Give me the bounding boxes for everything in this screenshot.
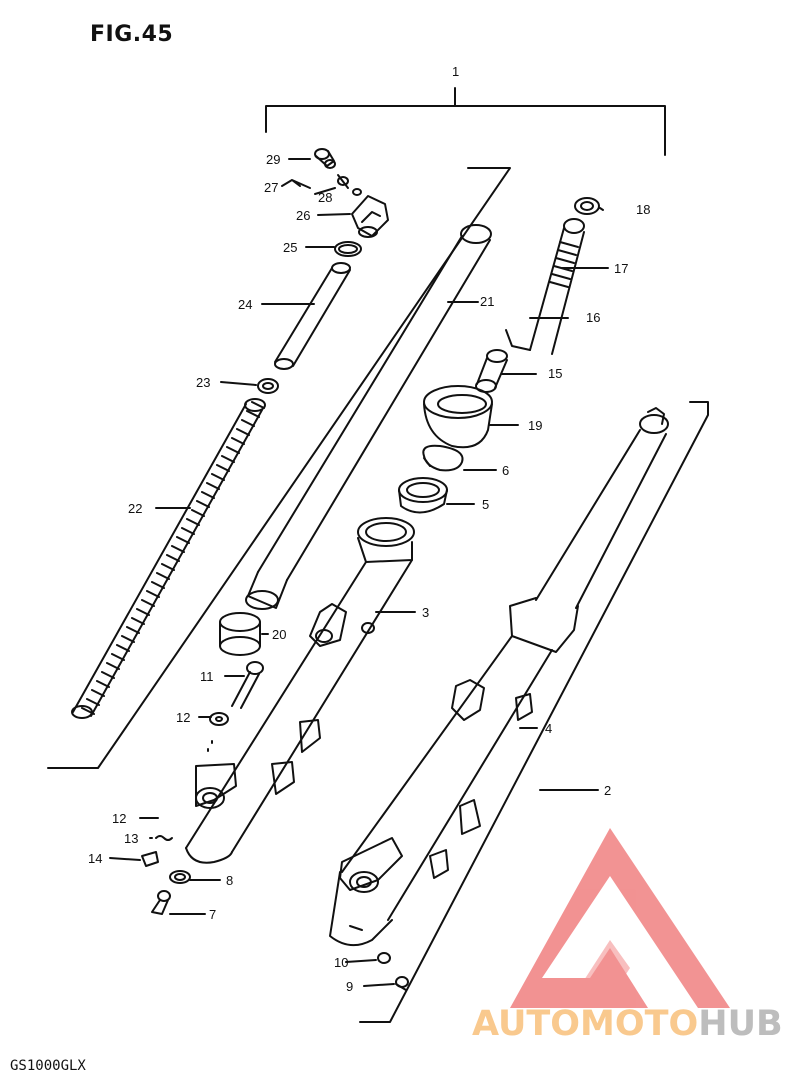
- part-18-cap: [574, 197, 600, 215]
- part-24-spacer: [274, 262, 351, 370]
- part-23-seat: [257, 378, 279, 394]
- model-code: GS1000GLX: [10, 1058, 86, 1074]
- callout-17: 17: [614, 261, 628, 276]
- part-13-clip: [155, 835, 173, 841]
- part-26-cap-bolt: [351, 195, 389, 238]
- part-20-bush: [219, 612, 261, 656]
- part-14-nut: [141, 851, 159, 867]
- part-7-bolt: [151, 890, 171, 915]
- callout-27: 27: [264, 180, 278, 195]
- watermark-text: AUTOMOTOHUB: [472, 1004, 783, 1044]
- callout-10: 10: [334, 955, 348, 970]
- callout-25: 25: [283, 240, 297, 255]
- callout-5: 5: [482, 497, 489, 512]
- watermark-part2: HUB: [698, 1004, 783, 1044]
- callout-7: 7: [209, 907, 216, 922]
- automotohub-logo: [510, 828, 730, 1008]
- part-19-dust-seal: [423, 385, 493, 449]
- figure-title: FIG.45: [90, 22, 174, 47]
- callout-23: 23: [196, 375, 210, 390]
- part-9-drain-screw: [395, 976, 409, 991]
- callout-26: 26: [296, 208, 310, 223]
- part-28-screw: [337, 174, 362, 196]
- group-frame-right: [359, 401, 709, 1023]
- group-frame-left: [47, 167, 511, 769]
- part-22-spring: [71, 398, 266, 719]
- part-29-bolt: [314, 148, 336, 169]
- callout-29: 29: [266, 152, 280, 167]
- callout-21: 21: [480, 294, 494, 309]
- callout-2: 2: [604, 783, 611, 798]
- part-21-inner-tube: [245, 224, 492, 610]
- callout-12a: 12: [176, 710, 190, 725]
- callout-9: 9: [346, 979, 353, 994]
- callout-1: 1: [452, 64, 459, 79]
- callout-11: 11: [200, 669, 214, 684]
- callout-13: 13: [124, 831, 138, 846]
- part-16-17-rod: [505, 218, 585, 355]
- watermark-part1: AUTOMOTO: [472, 1004, 699, 1044]
- callout-14: 14: [88, 851, 102, 866]
- callout-24: 24: [238, 297, 252, 312]
- callout-22: 22: [128, 501, 142, 516]
- part-6-circlip: [422, 444, 464, 472]
- callout-19: 19: [528, 418, 542, 433]
- part-10-gasket: [377, 952, 391, 964]
- callout-18: 18: [636, 202, 650, 217]
- callout-8: 8: [226, 873, 233, 888]
- bracket-1: [265, 87, 666, 156]
- callout-15: 15: [548, 366, 562, 381]
- part-8-gasket: [169, 870, 191, 884]
- part-5-oil-seal: [398, 477, 448, 514]
- callout-4: 4: [545, 721, 552, 736]
- callout-20: 20: [272, 627, 286, 642]
- callout-28: 28: [318, 190, 332, 205]
- callout-6: 6: [502, 463, 509, 478]
- part-15-piston: [475, 349, 508, 393]
- part-3-outer-tube: [185, 517, 415, 864]
- callout-12b: 12: [112, 811, 126, 826]
- part-25-o-ring: [334, 241, 362, 257]
- callout-16: 16: [586, 310, 600, 325]
- part-12-washer: [209, 712, 229, 726]
- callout-3: 3: [422, 605, 429, 620]
- callout-labels: 1 29 27 28 26 25 24 21 23 22 20 11 12 12…: [88, 64, 650, 994]
- part-2-fork-assembly: [329, 407, 669, 947]
- part-11-bolt: [231, 661, 264, 709]
